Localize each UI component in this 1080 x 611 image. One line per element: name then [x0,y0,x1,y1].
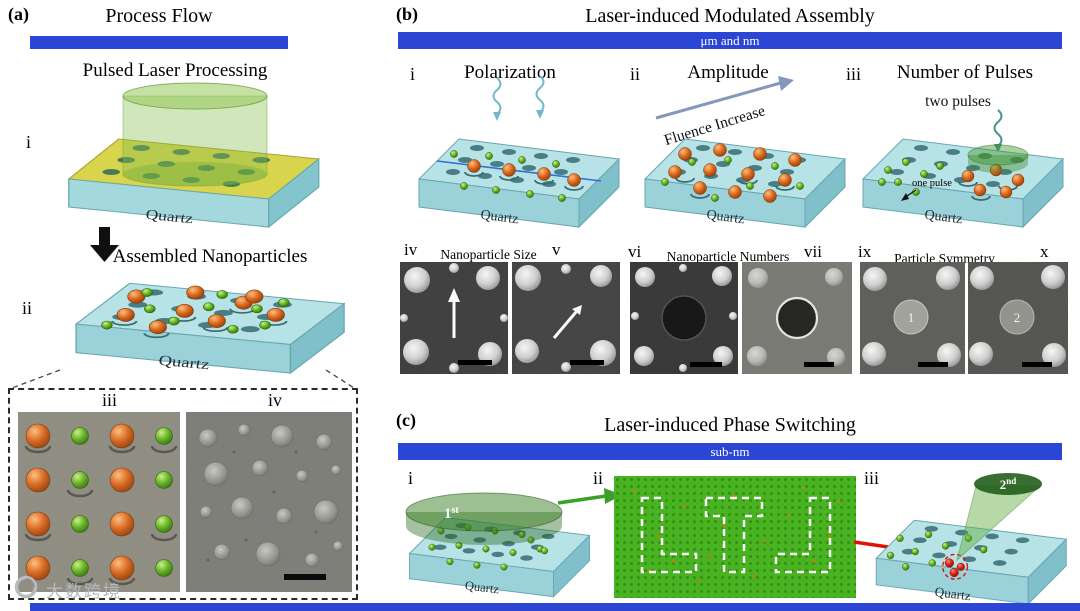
fluence-arrow [655,80,785,120]
sem-symmetry-right-numeral: x [1040,242,1049,261]
scale-bar [690,362,722,367]
process-down-arrow-icon [90,227,119,262]
panel-a-label: (a) [8,4,29,24]
sem-size-right-numeral: v [552,240,561,259]
panel-a-accent-bar [30,36,288,49]
second-pulse-laser: 2nd [956,473,1042,562]
substrate-label: Quartz [934,584,972,603]
illustration-second-pulse: Quartz 2nd [875,473,1067,605]
inset-label-right: iv [268,390,283,410]
panel-b-scale-label: μm and nm [700,33,760,48]
sem-image-colored-particles [18,412,180,592]
watermark-text: 大数跨境 [46,582,122,601]
sem-numbers-left-numeral: vi [628,242,642,261]
panel-b-i-title: Polarization [464,62,556,83]
sem-image-grayscale-bumps [186,412,352,592]
illustration-polarization: Quartz [418,75,620,228]
panel-c-ii-numeral: ii [593,468,604,488]
switched-red-nanoparticles [944,558,965,578]
green-nanoparticles [661,156,804,202]
scale-bar [918,362,948,367]
sem-image-numbers-1 [630,262,738,374]
inset-label-left: iii [102,390,118,410]
bottom-accent-bar [30,603,1080,611]
panel-c-i-numeral: i [408,468,414,488]
sem-image-symmetry-2: 2 [968,262,1068,374]
pulse-squiggle-icon [492,75,545,115]
dimple-crescents [111,308,288,339]
fluence-increase-label: Fluence Increase [662,102,767,149]
first-pulse-laser: 1st [405,492,563,545]
panel-b-iii-title: Number of Pulses [896,62,1034,83]
green-nanoparticles [101,288,290,334]
orange-nanoparticles [467,159,581,187]
panel-a-step2-numeral: ii [22,298,33,318]
sem-numbers-title: Nanoparticle Numbers [666,249,790,264]
first-pulse-label: 1st [444,505,459,523]
scale-bar [284,574,326,580]
panel-b-iii-numeral: iii [846,64,862,84]
panel-a-step1-numeral: i [26,132,32,152]
green-nanoparticles [878,158,944,196]
substrate-label: Quartz [464,578,500,596]
substrate-label: Quartz [924,208,964,228]
scale-bar [1022,362,1052,367]
illustration-assembled-nanoparticles: Quartz [75,282,345,374]
sem-image-size-2 [512,262,620,374]
one-pulse-label: one pulse [912,178,952,189]
scale-bar [804,362,834,367]
panel-b-ii-numeral: ii [630,64,641,84]
substrate-label: Quartz [145,207,195,227]
sem-size-left-numeral: iv [404,240,418,259]
green-nanoparticles [886,530,988,571]
zoom-connector-lines [11,369,355,389]
green-nanoparticles [428,523,548,571]
panel-c-label: (c) [396,410,416,430]
second-pulse-label: 2nd [1000,476,1017,492]
illustration-amplitude: Fluence Increase Quartz [644,76,846,228]
panel-b-label: (b) [396,4,418,24]
substrate-label: Quartz [157,352,210,373]
panel-c-title: Laser-induced Phase Switching [604,414,856,436]
panel-c-iii-numeral: iii [864,468,880,488]
panel-c-accent-bar: sub-nm [398,443,1062,460]
sem-image-numbers-2 [742,262,852,374]
panel-b-ii-title: Amplitude [687,62,769,83]
panel-a-step1-title: Pulsed Laser Processing [82,60,268,81]
scale-bar [570,360,604,365]
green-arrow-icon [557,488,622,505]
illustration-first-pulse: Quartz 1st [405,492,590,598]
phase-pattern-image [614,476,856,598]
sem-symmetry-left-numeral: ix [858,242,872,261]
panel-a-title: Process Flow [105,5,213,27]
orange-nanoparticles [116,285,285,335]
inset-box: iii iv [8,388,358,600]
orange-nanoparticles [668,143,802,203]
substrate-label: Quartz [480,208,520,228]
two-pulses-label: two pulses [925,93,991,110]
panel-b-accent-bar: μm and nm [398,32,1062,49]
sem-size-title: Nanoparticle Size [440,247,537,262]
sem-image-symmetry-1: 1 [860,262,965,374]
second-pulse-spot [967,144,1029,173]
sem-numbers-right-numeral: vii [804,242,822,261]
illustration-number-of-pulses: two pulses one pu [862,93,1064,228]
illustration-pulsed-laser: Quartz [67,82,321,229]
panel-b-i-numeral: i [410,64,416,84]
panel-c-scale-label: sub-nm [710,444,750,459]
sem-image-size-1 [400,262,508,374]
substrate-label: Quartz [706,208,746,228]
scale-bar [458,360,492,365]
pulse-squiggle-icon [993,109,1003,147]
panel-a-step2-title: Assembled Nanoparticles [112,246,308,267]
panel-b-title: Laser-induced Modulated Assembly [585,5,875,27]
laser-beam [122,82,268,187]
green-nanoparticles [450,150,566,202]
watermark-logo-icon [14,575,38,599]
orange-nanoparticles [961,163,1025,199]
